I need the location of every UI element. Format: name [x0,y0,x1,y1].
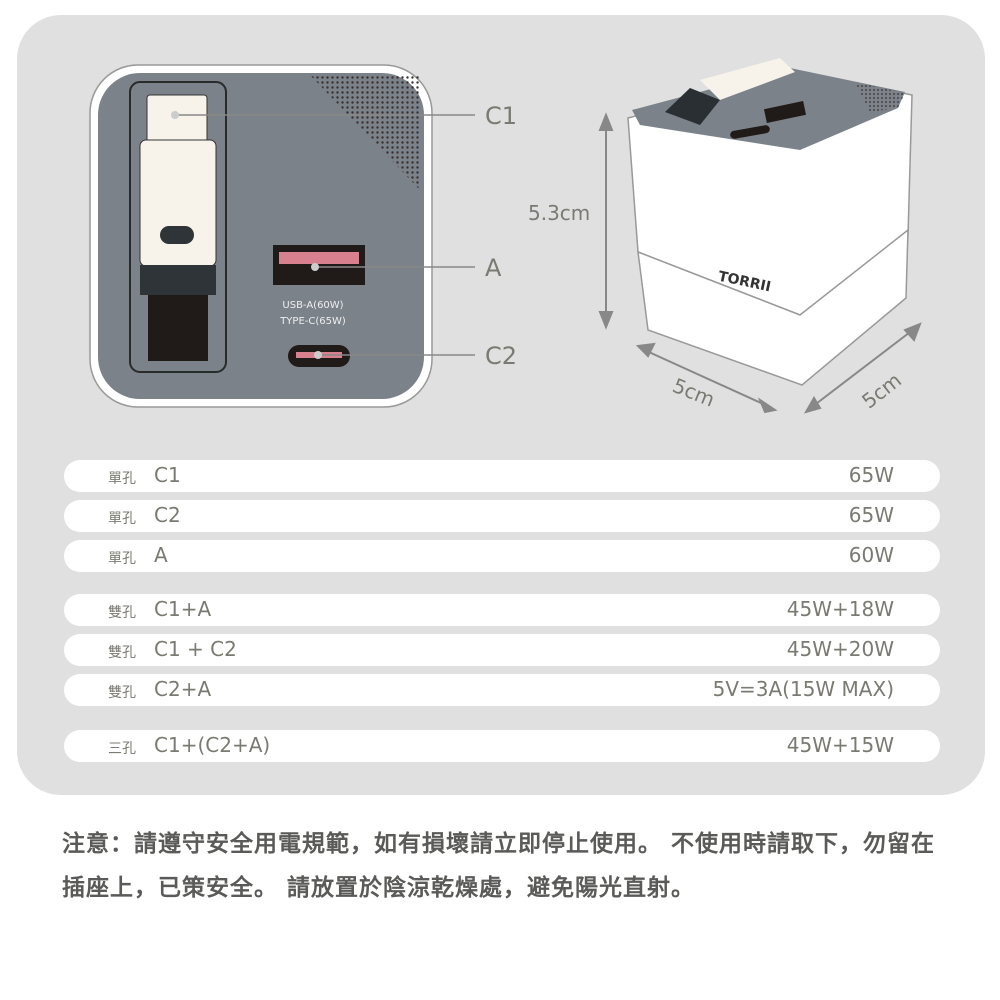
usb-a-port [273,245,365,285]
label-c2: C2 [485,342,517,370]
speaker-grille [310,75,420,190]
top-view-device: USB-A(60W) TYPE-C(65W) C1 A C2 [89,64,517,408]
svg-text:TYPE-C(65W): TYPE-C(65W) [279,316,346,327]
safety-note: 注意：請遵守安全用電規範，如有損壞請立即停止使用。 不使用時請取下，勿留在插座上… [62,831,936,901]
height-label: 5.3cm [528,201,590,225]
iso-view-device: TORRII 5.3cm 5cm 5cm [528,58,922,414]
width-label: 5cm [669,373,718,411]
product-illustration: USB-A(60W) TYPE-C(65W) C1 A C2 TORRII 5.… [89,58,922,414]
depth-label: 5cm [857,368,906,414]
label-a: A [485,254,502,282]
svg-text:USB-A(60W): USB-A(60W) [282,300,343,311]
label-c1: C1 [485,102,517,130]
